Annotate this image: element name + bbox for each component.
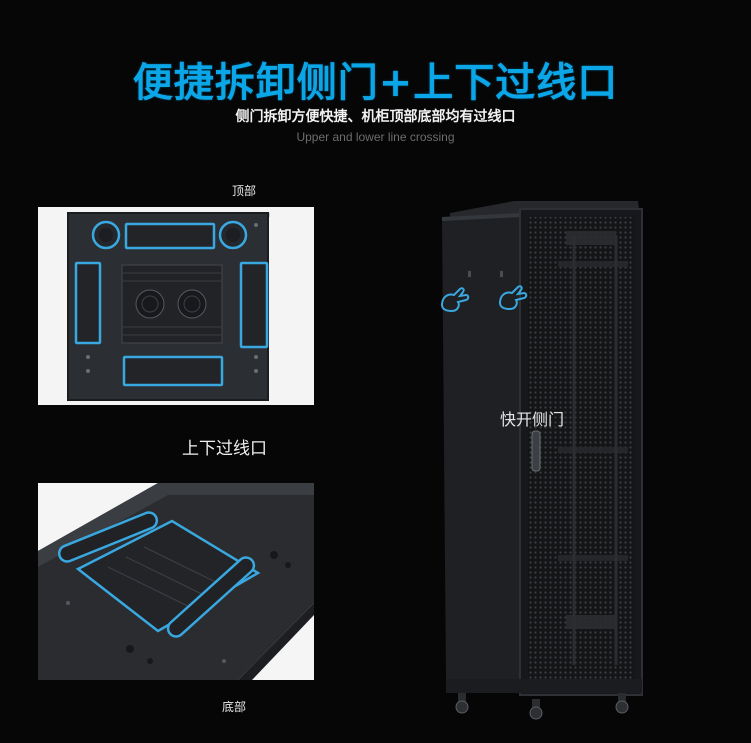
hand-pointer-icon — [438, 283, 472, 321]
top-label: 顶部 — [232, 184, 257, 198]
subtitle: 侧门拆卸方便快捷、机柜顶部底部均有过线口 — [235, 109, 516, 125]
cable-ports-label: 上下过线口 — [182, 439, 267, 459]
hand-pointer-icon — [496, 281, 530, 319]
cabinet-bottom-photo — [38, 483, 314, 680]
cabinet-top-photo — [38, 207, 314, 405]
server-cabinet-illustration — [428, 195, 648, 729]
side-door-caption: 快开侧门 — [500, 410, 565, 429]
headline-title: 便捷拆卸侧门+上下过线口 — [132, 60, 619, 106]
english-subtitle: Upper and lower line crossing — [296, 130, 455, 144]
bottom-label: 底部 — [222, 700, 247, 714]
